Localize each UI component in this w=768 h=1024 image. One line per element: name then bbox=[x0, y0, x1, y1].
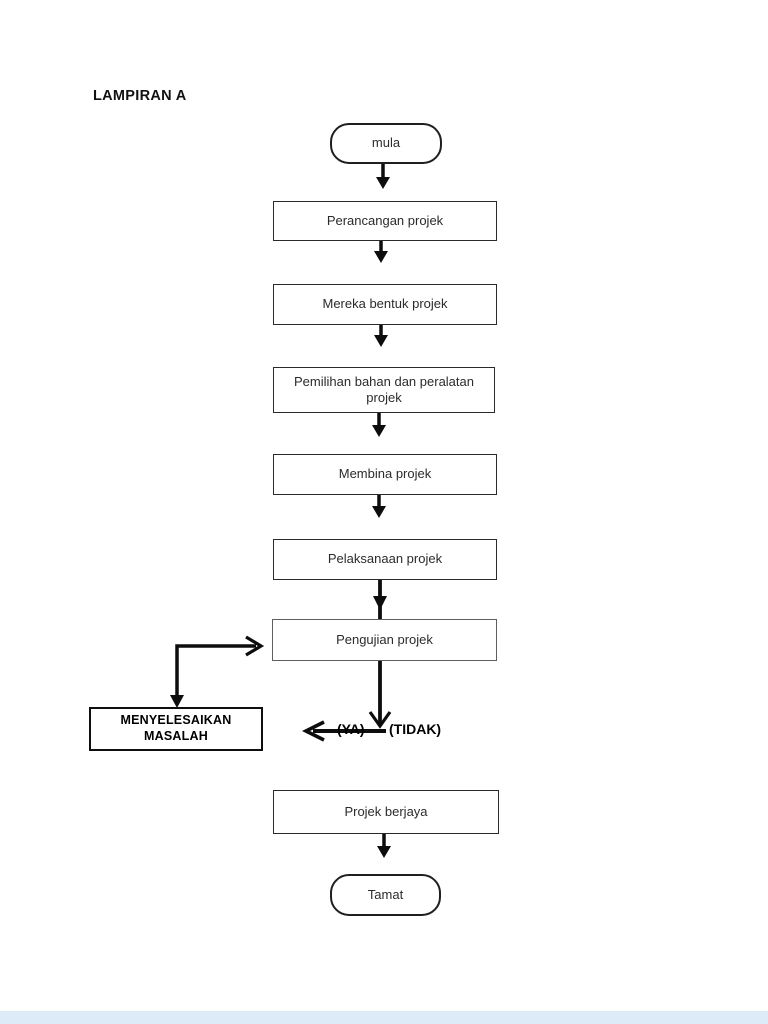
end-node-label: Tamat bbox=[367, 886, 404, 902]
step-label: Perancangan projek bbox=[326, 212, 444, 228]
page-bottom-strip bbox=[0, 1011, 768, 1024]
branch-label-tidak: (TIDAK) bbox=[389, 721, 442, 737]
step-label: MENYELESAIKAN MASALAH bbox=[120, 713, 232, 743]
arrow-masalah-to-pengujian bbox=[170, 635, 265, 708]
step-pemilihan-bahan: Pemilihan bahan dan peralatan projek bbox=[273, 367, 495, 413]
step-label: Projek berjaya bbox=[344, 803, 428, 819]
step-perancangan-projek: Perancangan projek bbox=[273, 201, 497, 241]
start-node-mula: mula bbox=[330, 123, 442, 164]
step-label: Pelaksanaan projek bbox=[327, 551, 443, 567]
step-pengujian-projek: Pengujian projek bbox=[272, 619, 497, 661]
page-title: LAMPIRAN A bbox=[93, 88, 187, 104]
step-pelaksanaan-projek: Pelaksanaan projek bbox=[273, 539, 497, 580]
step-projek-berjaya: Projek berjaya bbox=[273, 790, 499, 834]
step-label: Pengujian projek bbox=[336, 631, 433, 647]
end-node-tamat: Tamat bbox=[330, 874, 441, 916]
step-label: Pemilihan bahan dan peralatan projek bbox=[294, 373, 474, 405]
branch-label-ya: (YA) bbox=[337, 721, 365, 737]
step-menyelesaikan-masalah: MENYELESAIKAN MASALAH bbox=[89, 707, 263, 751]
step-mereka-bentuk-projek: Mereka bentuk projek bbox=[273, 284, 497, 325]
step-label: Membina projek bbox=[338, 466, 432, 482]
step-label: Mereka bentuk projek bbox=[322, 296, 448, 312]
step-membina-projek: Membina projek bbox=[273, 454, 497, 495]
start-node-label: mula bbox=[371, 135, 401, 151]
